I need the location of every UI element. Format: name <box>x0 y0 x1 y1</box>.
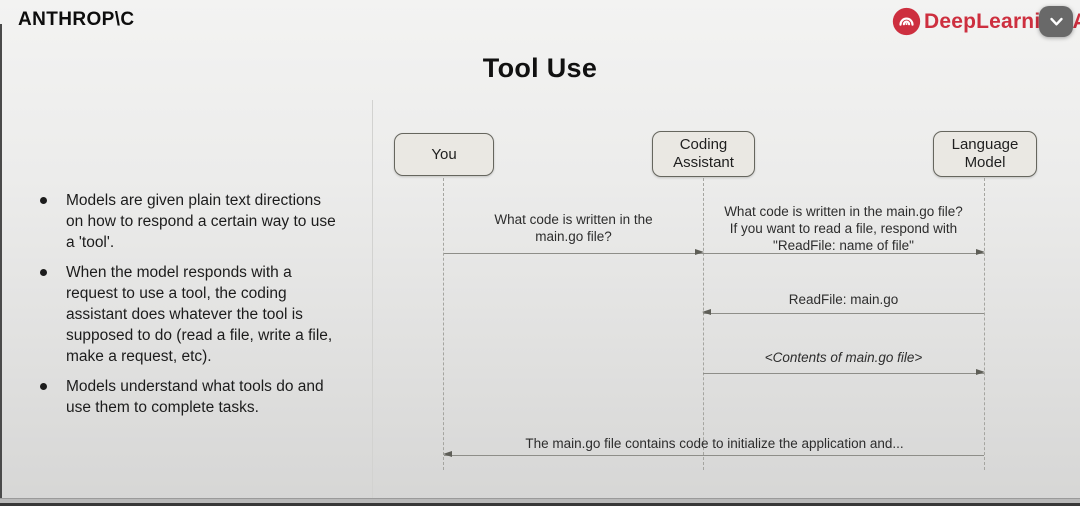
frame-bottom-bar <box>0 498 1080 506</box>
frame-left-edge <box>0 24 2 498</box>
bullet-text: Models are given plain text directions o… <box>66 192 336 251</box>
bullet-dot <box>40 383 47 390</box>
bullet-dot <box>40 269 47 276</box>
list-item: Models understand what tools do and use … <box>40 376 336 418</box>
collapse-overlay-button[interactable] <box>1039 6 1073 37</box>
lifeline-you <box>443 178 444 470</box>
message-label-2: What code is written in the main.go file… <box>724 204 963 253</box>
bullet-dot <box>40 197 47 204</box>
message-label-4: <Contents of main.go file> <box>764 350 923 365</box>
message-label-3: ReadFile: main.go <box>788 292 899 307</box>
message-label-5: The main.go file contains code to initia… <box>525 436 904 451</box>
message-label-1: What code is written in the main.go file… <box>494 212 653 244</box>
actor-box-you: You <box>394 133 494 176</box>
actor-box-language-model: Language Model <box>933 131 1037 177</box>
message-arrow-4-right <box>703 369 985 376</box>
message-arrow-5-left <box>443 451 984 458</box>
bullet-text: When the model responds with a request t… <box>66 264 333 365</box>
list-item: When the model responds with a request t… <box>40 262 336 367</box>
page-title: Tool Use <box>482 53 598 83</box>
message-arrow-2-right <box>703 249 985 256</box>
deeplearning-logo-icon <box>892 7 921 36</box>
chevron-down-icon <box>1049 17 1063 26</box>
lifeline-coding-assistant <box>703 178 704 470</box>
bullet-text: Models understand what tools do and use … <box>66 378 324 416</box>
message-arrow-3-left <box>702 309 984 316</box>
list-item: Models are given plain text directions o… <box>40 190 336 253</box>
lifeline-language-model <box>984 178 985 470</box>
message-arrow-1-right <box>444 249 704 256</box>
anthropic-logo: ANTHROP\C <box>18 9 135 30</box>
column-divider <box>372 100 373 498</box>
actor-box-coding-assistant: Coding Assistant <box>652 131 755 177</box>
bullet-list: Models are given plain text directions o… <box>40 190 336 427</box>
